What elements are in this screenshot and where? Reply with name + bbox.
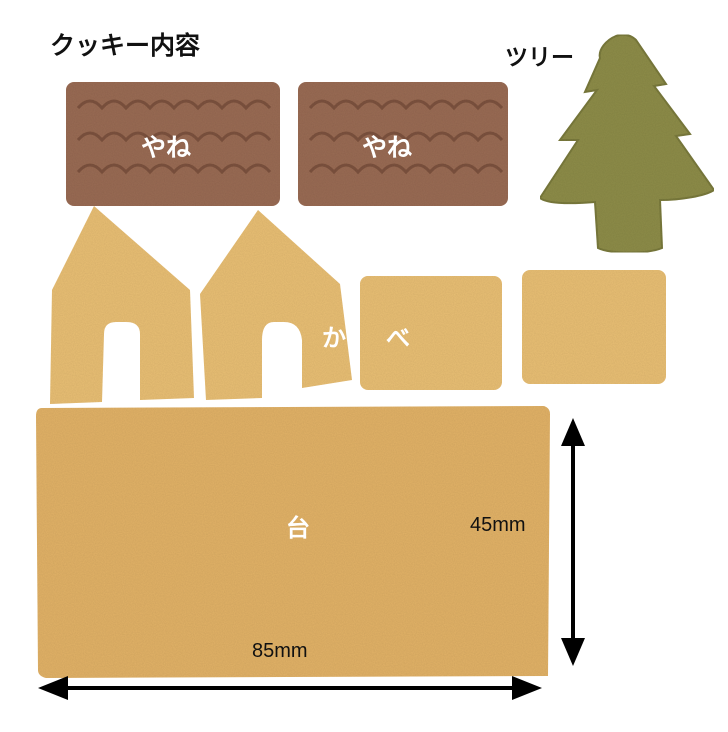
wall-label-be: べ: [386, 324, 410, 352]
tree-label: ツリー: [505, 45, 574, 71]
wall-label-ka: か: [322, 324, 346, 352]
wall-cookie-house-left: [50, 206, 194, 404]
base-label: 台: [286, 514, 310, 542]
wall-cookie-square-1: [360, 276, 502, 390]
width-dimension: 85mm: [252, 640, 308, 662]
roof-cookie-right: [298, 82, 508, 206]
wall-cookie-square-2: [522, 270, 666, 384]
base-cookie: [36, 406, 550, 678]
roof-left-label: やね: [141, 133, 192, 162]
height-arrow: [561, 418, 585, 666]
height-dimension: 45mm: [470, 514, 526, 536]
width-arrow: [38, 676, 542, 700]
wall-cookie-house-right: [200, 210, 352, 400]
title-label: クッキー内容: [50, 31, 201, 60]
roof-right-label: やね: [362, 133, 413, 162]
roof-cookie-left: [66, 82, 280, 206]
tree-cookie: [538, 33, 716, 254]
